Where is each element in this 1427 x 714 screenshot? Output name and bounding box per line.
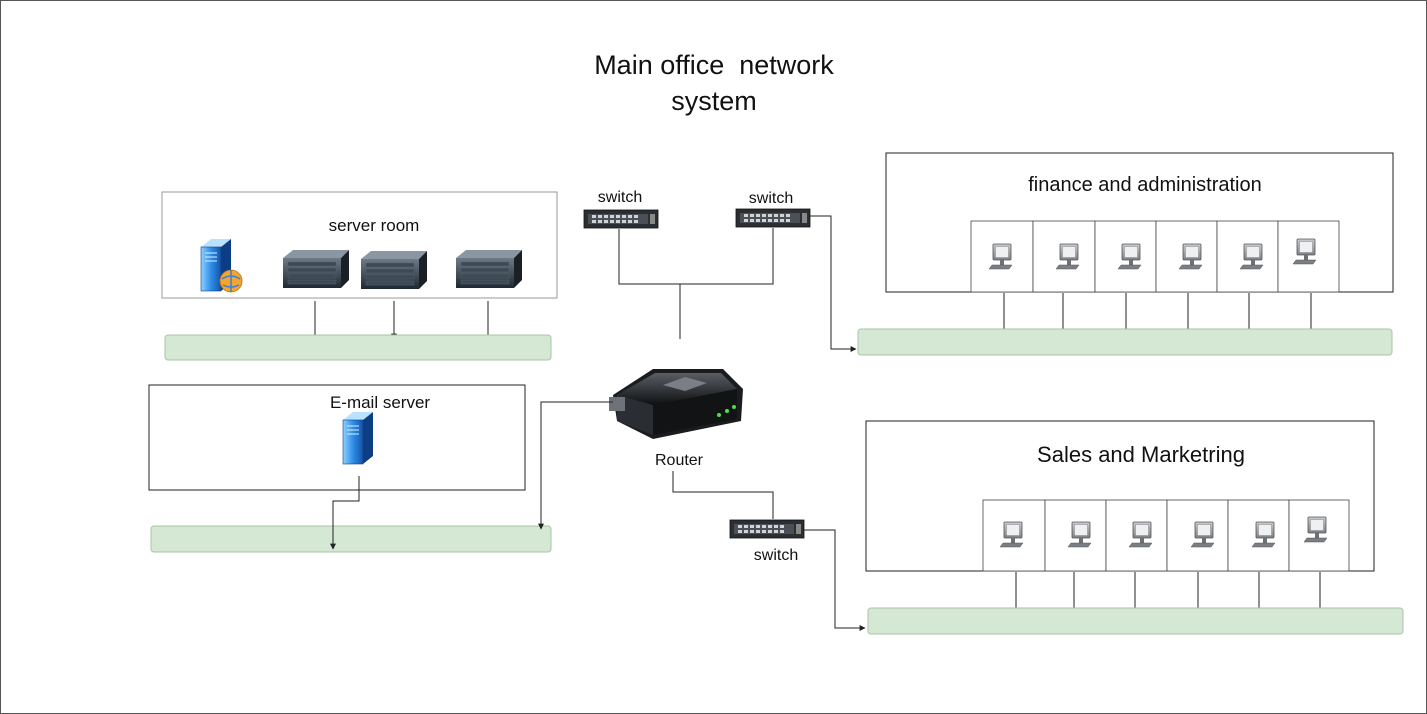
rack-server-icon <box>360 250 428 290</box>
workstation-cell <box>1277 220 1340 293</box>
web-server-icon <box>200 238 243 293</box>
switch-label-bottom: switch <box>754 547 798 564</box>
switch-label-right: switch <box>749 190 793 207</box>
finance-workstations <box>970 220 1340 293</box>
email-connector <box>330 476 360 550</box>
server-room-bus <box>164 334 552 361</box>
switch-icon-bottom <box>729 519 805 539</box>
switch-router-links <box>618 215 857 352</box>
email-server-box <box>148 384 526 491</box>
sales-bus <box>867 607 1404 635</box>
sales-connectors <box>1015 572 1321 611</box>
switch-icon-left <box>583 209 659 229</box>
bottom-switch-link <box>804 529 866 631</box>
router-label: Router <box>655 452 704 469</box>
switch-label-left: switch <box>598 189 642 206</box>
finance-connectors <box>1003 293 1312 332</box>
finance-bus <box>857 328 1393 356</box>
router-email-link <box>538 401 774 530</box>
workstation-cell <box>1032 220 1096 293</box>
rack-server-icon <box>455 249 523 289</box>
diagram-title-line1: Main office network <box>594 50 834 80</box>
server-room-label: server room <box>329 216 420 235</box>
email-server-icon <box>342 411 374 465</box>
sales-label: Sales and Marketring <box>1037 442 1245 467</box>
email-server-bus <box>150 525 552 553</box>
sales-workstations <box>982 499 1350 572</box>
switch-icon-right <box>735 208 811 228</box>
rack-server-icon <box>282 249 350 289</box>
email-server-label: E-mail server <box>330 393 430 412</box>
finance-label: finance and administration <box>1028 174 1261 196</box>
diagram-title-line2: system <box>671 86 757 116</box>
router-icon <box>609 369 743 439</box>
